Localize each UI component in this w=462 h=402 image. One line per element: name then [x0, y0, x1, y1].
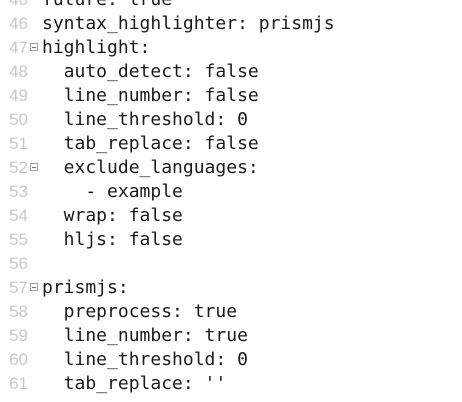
code-text: tab_replace: '' — [42, 373, 227, 394]
code-line[interactable]: 56 — [0, 252, 462, 276]
fold-collapse-icon[interactable] — [30, 43, 38, 51]
code-text: wrap: false — [42, 205, 183, 226]
line-number: 52 — [9, 158, 28, 177]
line-number: 48 — [9, 62, 28, 81]
code-line[interactable]: 55 hljs: false — [0, 228, 462, 252]
code-text: auto_detect: false — [42, 61, 259, 82]
line-number: 46 — [9, 14, 28, 33]
line-number: 47 — [9, 38, 28, 57]
code-text: highlight: — [42, 37, 151, 58]
line-number: 46 — [0, 0, 28, 12]
code-line[interactable]: 59 line_number: true — [0, 324, 462, 348]
line-number: 61 — [9, 374, 28, 393]
line-number: 53 — [9, 182, 28, 201]
line-number: 55 — [9, 230, 28, 249]
line-number: 60 — [9, 350, 28, 369]
code-text: - example — [42, 181, 183, 202]
code-line[interactable]: 46 future: true — [0, 0, 462, 12]
code-line[interactable]: 48 auto_detect: false — [0, 60, 462, 84]
code-text: exclude_languages: — [42, 157, 259, 178]
code-text: line_threshold: 0 — [42, 349, 248, 370]
line-number: 50 — [9, 110, 28, 129]
code-text: hljs: false — [42, 229, 183, 250]
code-text: syntax_highlighter: prismjs — [42, 13, 335, 34]
code-line[interactable]: 51 tab_replace: false — [0, 132, 462, 156]
line-number: 54 — [9, 206, 28, 225]
code-text: line_threshold: 0 — [42, 109, 248, 130]
code-line[interactable]: 53 - example — [0, 180, 462, 204]
code-text: future: true — [42, 0, 172, 12]
line-number: 57 — [9, 278, 28, 297]
code-line[interactable]: 58 preprocess: true — [0, 300, 462, 324]
code-line[interactable]: 46 syntax_highlighter: prismjs — [0, 12, 462, 36]
code-text: tab_replace: false — [42, 133, 259, 154]
code-line[interactable]: 54 wrap: false — [0, 204, 462, 228]
code-line[interactable]: 47 highlight: — [0, 36, 462, 60]
fold-collapse-icon[interactable] — [30, 163, 38, 171]
code-text: preprocess: true — [42, 301, 238, 322]
line-number: 59 — [9, 326, 28, 345]
code-line[interactable]: 50 line_threshold: 0 — [0, 108, 462, 132]
line-number: 49 — [9, 86, 28, 105]
code-line[interactable]: 52 exclude_languages: — [0, 156, 462, 180]
code-text: prismjs: — [42, 277, 129, 298]
line-number: 56 — [9, 254, 28, 273]
line-number: 51 — [9, 134, 28, 153]
fold-collapse-icon[interactable] — [30, 283, 38, 291]
code-line[interactable]: 60 line_threshold: 0 — [0, 348, 462, 372]
code-text: line_number: true — [42, 325, 248, 346]
code-line[interactable]: 57 prismjs: — [0, 276, 462, 300]
code-line[interactable]: 61 tab_replace: '' — [0, 372, 462, 396]
code-text: line_number: false — [42, 85, 259, 106]
line-number: 58 — [9, 302, 28, 321]
code-line[interactable]: 49 line_number: false — [0, 84, 462, 108]
